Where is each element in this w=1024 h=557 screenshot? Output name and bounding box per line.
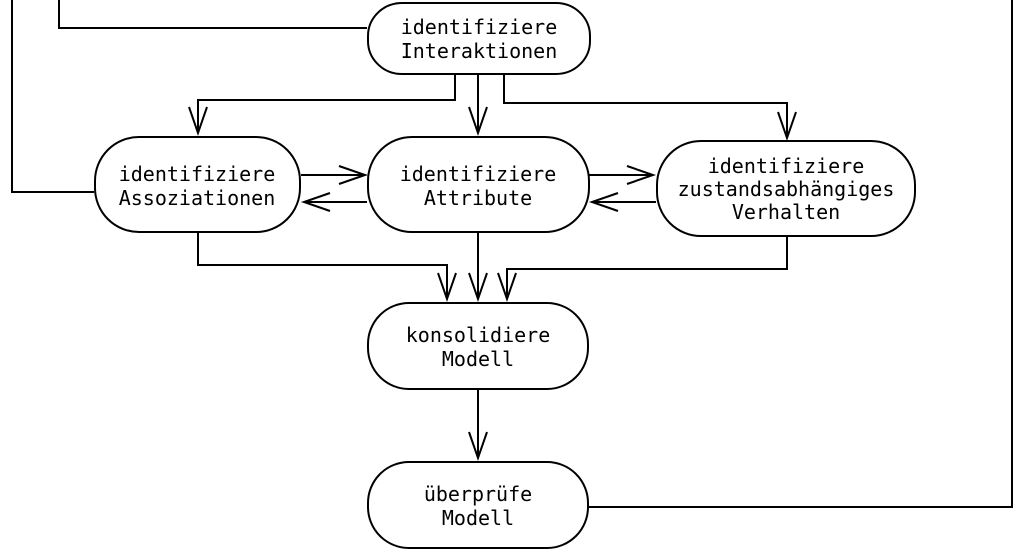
node-label-line: Modell xyxy=(442,347,514,371)
node-shape xyxy=(656,140,916,237)
node-label-line: identifiziere xyxy=(119,162,276,186)
node-label-line: identifiziere xyxy=(401,15,558,39)
edge-offpage-to-interaktionen xyxy=(58,0,367,29)
node-label-line: identifiziere xyxy=(400,162,557,186)
node-label-line: identifiziere xyxy=(708,154,865,178)
node-label-line: Attribute xyxy=(424,186,532,210)
node-shape xyxy=(367,302,589,390)
node-label-line: Interaktionen xyxy=(401,39,558,63)
node-label-line: Assoziationen xyxy=(119,186,276,210)
node-shape xyxy=(367,2,591,75)
node-shape xyxy=(367,461,589,549)
node-label-line: Verhalten xyxy=(732,200,840,224)
node-shape xyxy=(367,136,590,233)
edge-offpage-to-assoziationen xyxy=(11,0,94,193)
node-label-line: überprüfe xyxy=(424,482,532,506)
node-konsolidiere-modell: konsolidiere Modell xyxy=(367,302,589,390)
node-label-line: Modell xyxy=(442,506,514,530)
node-identifiziere-attribute: identifiziere Attribute xyxy=(367,136,590,233)
edge-ueberpruefe-to-offpage xyxy=(587,0,1013,508)
edge-assoziationen-to-konsolidiere xyxy=(197,232,457,303)
node-shape xyxy=(94,136,301,233)
node-identifiziere-zustandsabhaengiges-verhalten: identifiziere zustandsabhängiges Verhalt… xyxy=(656,140,916,237)
node-label-line: zustandsabhängiges xyxy=(678,177,895,201)
node-ueberpruefe-modell: überprüfe Modell xyxy=(367,461,589,549)
node-identifiziere-assoziationen: identifiziere Assoziationen xyxy=(94,136,301,233)
node-identifiziere-interaktionen: identifiziere Interaktionen xyxy=(367,2,591,75)
edge-interaktionen-to-verhalten xyxy=(503,74,797,142)
node-label-line: konsolidiere xyxy=(406,323,551,347)
edge-verhalten-to-konsolidiere xyxy=(497,236,788,303)
edge-interaktionen-to-assoziationen xyxy=(188,74,456,137)
